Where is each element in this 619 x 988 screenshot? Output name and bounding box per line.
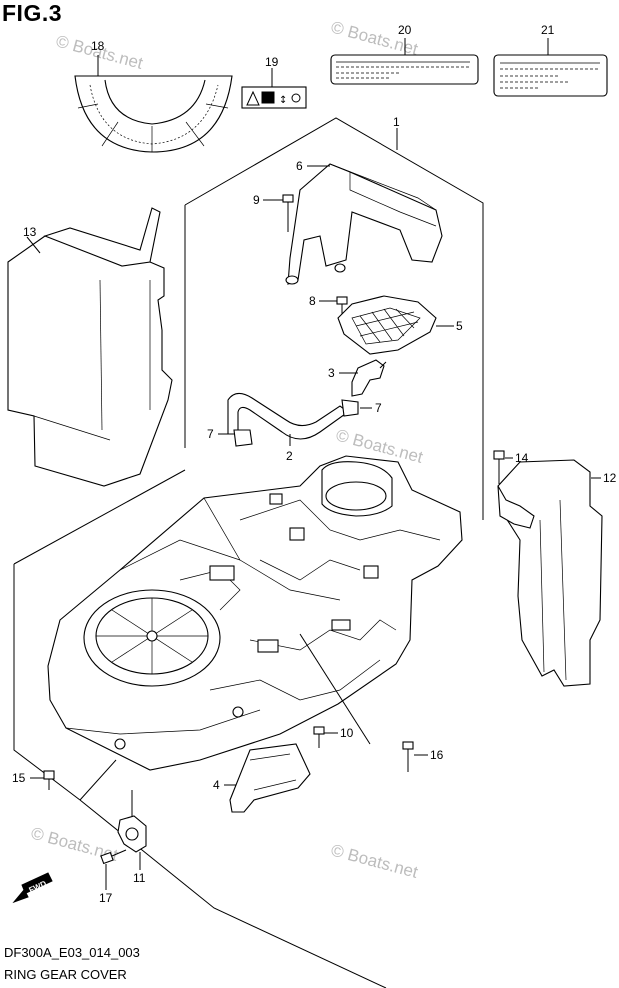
callout-16: 16 bbox=[430, 748, 444, 762]
part-21-label bbox=[493, 54, 608, 97]
callout-4: 4 bbox=[213, 778, 220, 792]
callout-labels: 18 19 20 21 1 6 9 8 5 3 7 7 2 13 14 12 1… bbox=[12, 23, 617, 905]
callout-17: 17 bbox=[99, 891, 113, 905]
callout-21: 21 bbox=[541, 23, 555, 37]
part-17-bolt bbox=[100, 849, 127, 865]
callout-6: 6 bbox=[296, 159, 303, 173]
part-10-bolt bbox=[313, 726, 325, 748]
callout-1: 1 bbox=[393, 115, 400, 129]
part-19-warning-label: ↕ bbox=[241, 86, 307, 109]
part-7-clamp bbox=[233, 399, 359, 447]
callout-13: 13 bbox=[23, 225, 37, 239]
callout-3: 3 bbox=[328, 366, 335, 380]
part-18-shield bbox=[74, 75, 233, 153]
part-16-bolt bbox=[402, 741, 414, 772]
callout-5: 5 bbox=[456, 319, 463, 333]
callout-19: 19 bbox=[265, 55, 279, 69]
callout-10: 10 bbox=[340, 726, 354, 740]
callout-12: 12 bbox=[603, 471, 617, 485]
callout-7b: 7 bbox=[375, 401, 382, 415]
callout-11: 11 bbox=[133, 871, 146, 885]
callout-14: 14 bbox=[515, 451, 529, 465]
part-3-connector bbox=[351, 359, 387, 397]
part-13-side-cover bbox=[7, 207, 173, 487]
part-5-filter-screen bbox=[337, 295, 437, 355]
part-4-bracket bbox=[229, 743, 311, 813]
part-12-side-cover bbox=[497, 459, 603, 687]
fwd-arrow-icon: FWD bbox=[12, 872, 53, 904]
part-11-clamp bbox=[117, 790, 147, 853]
part-20-label bbox=[330, 54, 479, 85]
leader-lines bbox=[26, 38, 601, 890]
figure-title: FIG.3 bbox=[2, 0, 63, 26]
callout-20: 20 bbox=[398, 23, 412, 37]
assembly-outline bbox=[184, 117, 484, 520]
svg-text:↕: ↕ bbox=[279, 95, 287, 106]
watermark-text: © Boats.net bbox=[329, 841, 420, 882]
callout-15: 15 bbox=[12, 771, 26, 785]
callout-18: 18 bbox=[91, 39, 105, 53]
callout-2: 2 bbox=[286, 449, 293, 463]
callout-9: 9 bbox=[253, 193, 260, 207]
part-9-bolt bbox=[282, 194, 294, 232]
part-15-bolt bbox=[43, 770, 55, 790]
callout-7a: 7 bbox=[207, 427, 214, 441]
part-6-duct-cover bbox=[285, 163, 443, 285]
part-1-ring-gear-cover bbox=[47, 455, 463, 771]
callout-8: 8 bbox=[309, 294, 316, 308]
figure-caption: RING GEAR COVER bbox=[4, 967, 127, 982]
part-14-bolt bbox=[493, 450, 505, 484]
figure-code: DF300A_E03_014_003 bbox=[4, 945, 140, 960]
